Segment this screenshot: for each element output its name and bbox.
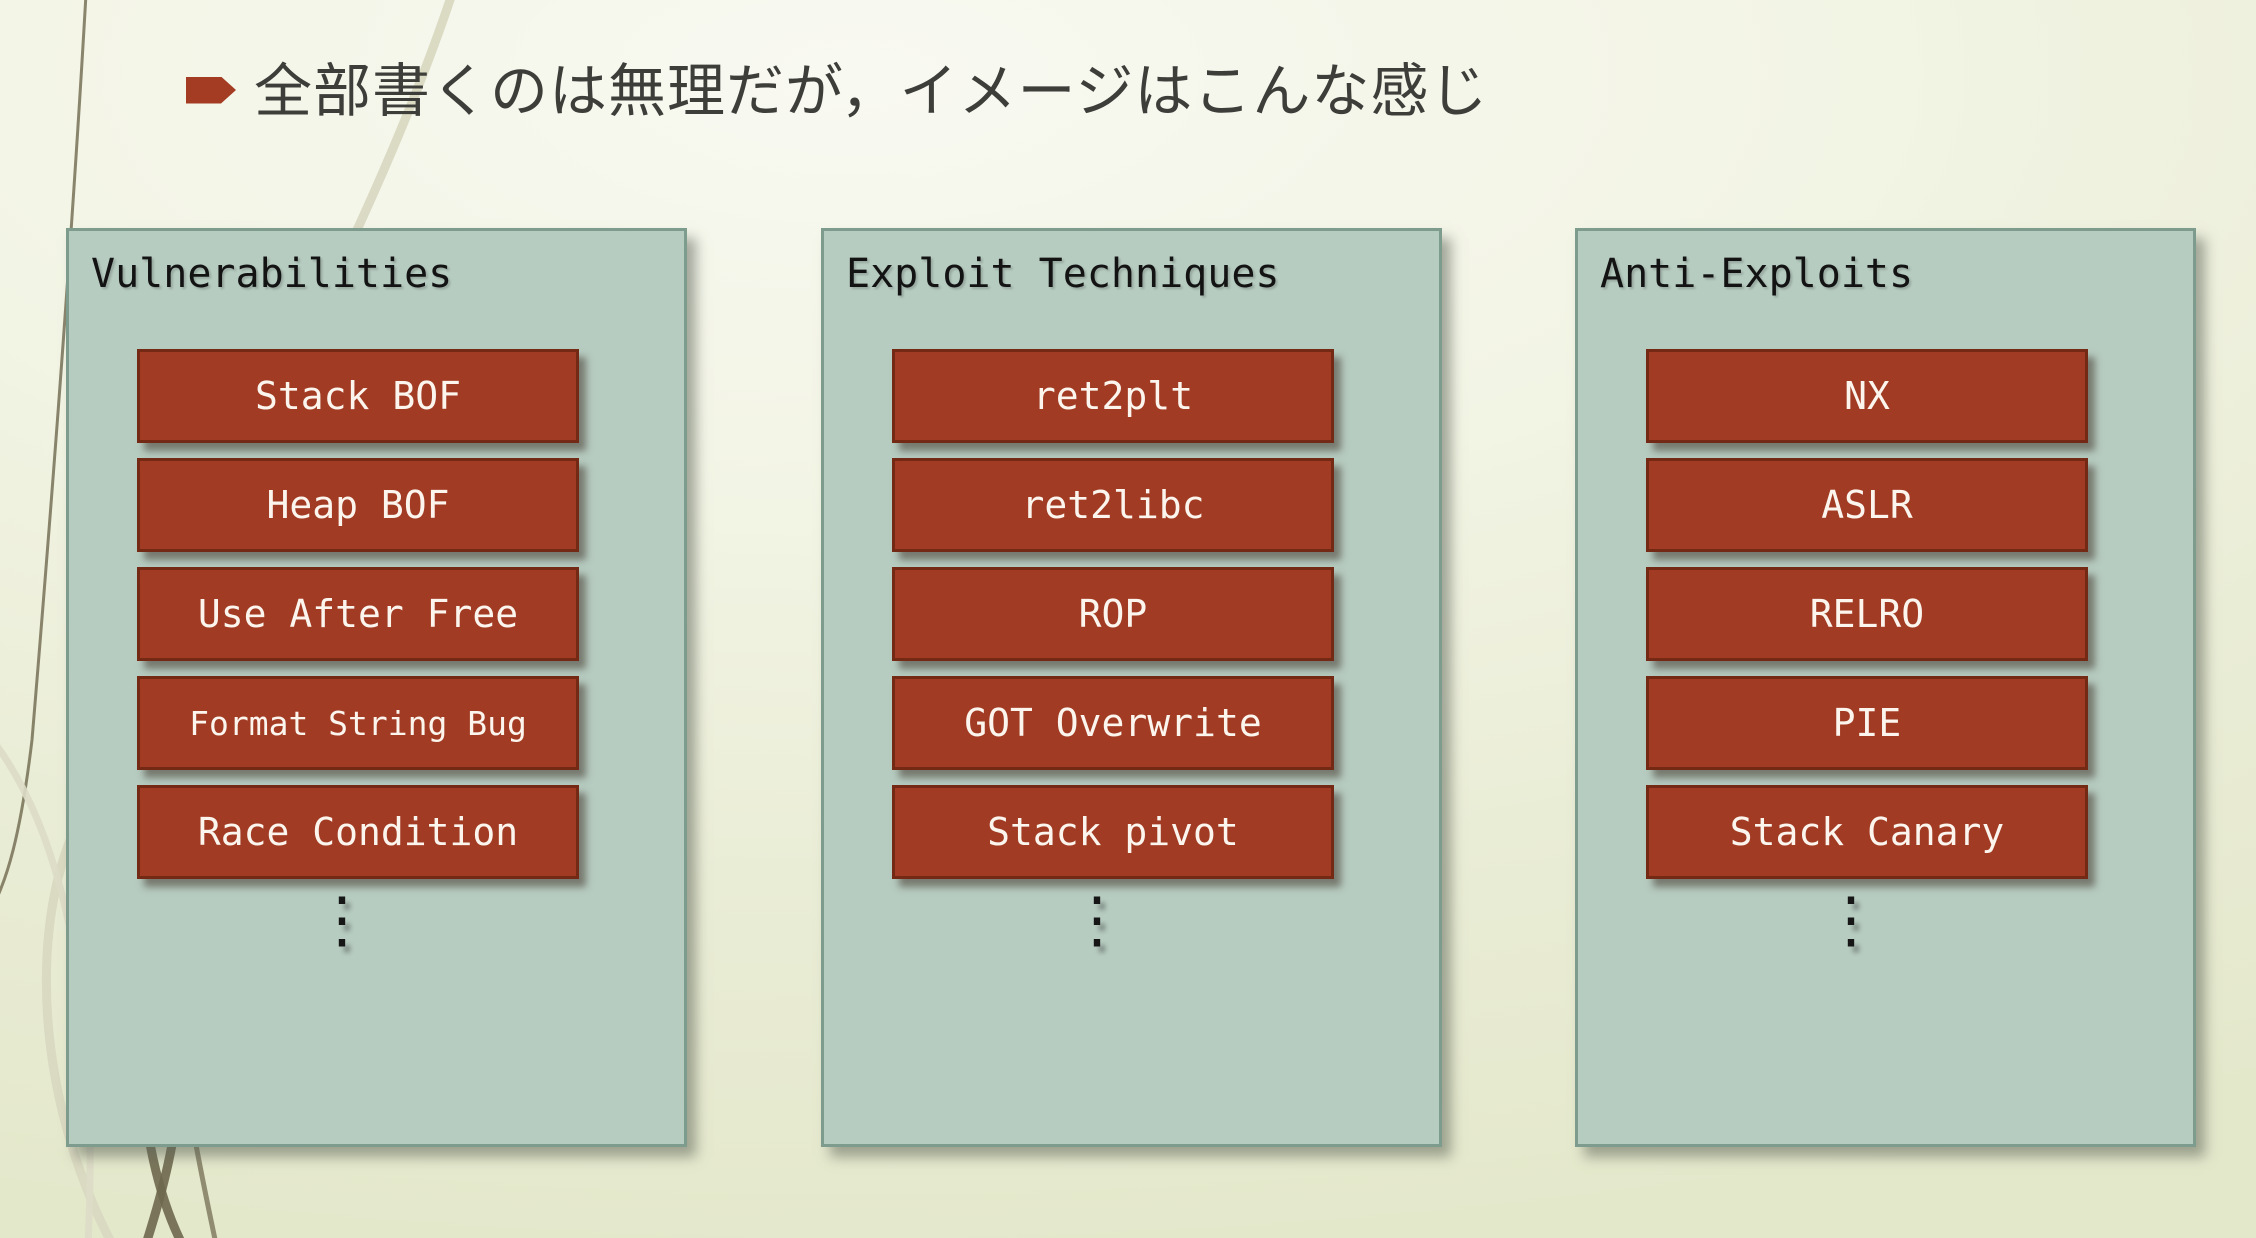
panel-header: Vulnerabilities <box>91 251 453 297</box>
item-box: GOT Overwrite <box>892 676 1334 770</box>
box-list: NX ASLR RELRO PIE Stack Canary ⋮ <box>1646 349 2088 950</box>
decorative-curve-dark-thin <box>0 0 88 895</box>
item-box: Heap BOF <box>137 458 579 552</box>
item-box: ret2libc <box>892 458 1334 552</box>
item-box: RELRO <box>1646 567 2088 661</box>
panel-anti-exploits: Anti-Exploits NX ASLR RELRO PIE Stack Ca… <box>1575 228 2196 1147</box>
more-indicator: ⋮ <box>1820 883 1882 956</box>
item-box: Use After Free <box>137 567 579 661</box>
item-box: Race Condition <box>137 785 579 879</box>
box-list: Stack BOF Heap BOF Use After Free Format… <box>137 349 579 950</box>
item-box: NX <box>1646 349 2088 443</box>
item-box: ROP <box>892 567 1334 661</box>
more-indicator: ⋮ <box>311 883 373 956</box>
more-indicator: ⋮ <box>1066 883 1128 956</box>
panel-vulnerabilities: Vulnerabilities Stack BOF Heap BOF Use A… <box>66 228 687 1147</box>
slide-title: 全部書くのは無理だが，イメージはこんな感じ <box>254 57 1489 125</box>
item-box: Format String Bug <box>137 676 579 770</box>
item-box: Stack pivot <box>892 785 1334 879</box>
slide-title-row: 全部書くのは無理だが，イメージはこんな感じ <box>186 44 1488 128</box>
box-list: ret2plt ret2libc ROP GOT Overwrite Stack… <box>892 349 1334 950</box>
item-box: Stack Canary <box>1646 785 2088 879</box>
panel-exploit-techniques: Exploit Techniques ret2plt ret2libc ROP … <box>821 228 1442 1147</box>
item-box: ASLR <box>1646 458 2088 552</box>
item-box: ret2plt <box>892 349 1334 443</box>
pentagon-arrow-bullet-icon <box>186 76 236 104</box>
item-box: Stack BOF <box>137 349 579 443</box>
panel-header: Exploit Techniques <box>846 251 1280 297</box>
panel-header: Anti-Exploits <box>1600 251 1914 297</box>
item-box: PIE <box>1646 676 2088 770</box>
